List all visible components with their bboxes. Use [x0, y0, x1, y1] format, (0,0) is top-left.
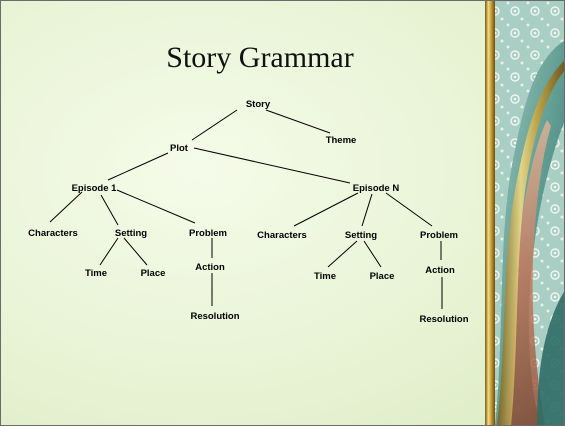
node-theme: Theme	[326, 135, 357, 146]
node-epn-setting: Setting	[345, 230, 377, 241]
tree-nodes: Story Plot Theme Episode 1 Episode N Cha…	[28, 99, 469, 325]
edge-epn-place	[363, 240, 382, 268]
node-epn-place: Place	[370, 271, 395, 282]
node-epn-resolution: Resolution	[419, 314, 468, 325]
node-ep1-characters: Characters	[28, 228, 78, 239]
node-ep1-place: Place	[141, 268, 166, 279]
node-episode-n: Episode N	[353, 183, 400, 194]
node-epn-action: Action	[425, 265, 455, 276]
edge-epn-time	[327, 240, 358, 268]
node-ep1-setting: Setting	[115, 228, 147, 239]
decorative-border-panel	[485, 0, 565, 426]
rust-swirl-band	[507, 120, 551, 426]
edge-plot-episode-n	[193, 147, 351, 184]
edge-story-plot	[191, 109, 238, 141]
gold-swirl-highlight	[497, 60, 565, 426]
node-ep1-resolution: Resolution	[190, 311, 239, 322]
story-grammar-tree: Story Plot Theme Episode 1 Episode N Cha…	[28, 99, 469, 325]
edge-ep1-setting	[100, 194, 119, 226]
edge-ep1-place	[123, 237, 148, 266]
node-epn-problem: Problem	[420, 230, 458, 241]
node-plot: Plot	[170, 143, 189, 154]
edge-epn-characters	[293, 192, 359, 227]
node-ep1-action: Action	[195, 262, 225, 273]
edge-epn-problem	[385, 192, 433, 227]
edge-ep1-time	[99, 237, 119, 266]
dark-teal-swoop	[537, 290, 565, 426]
node-episode-1: Episode 1	[72, 183, 118, 194]
node-ep1-problem: Problem	[189, 228, 227, 239]
edge-epn-setting	[361, 193, 373, 227]
edge-plot-episode-1	[107, 152, 169, 181]
node-epn-time: Time	[314, 271, 336, 282]
slide-title: Story Grammar	[166, 41, 354, 74]
tree-connectors	[49, 109, 443, 309]
edge-ep1-problem	[116, 189, 196, 224]
node-ep1-time: Time	[85, 268, 107, 279]
edge-ep1-characters	[49, 191, 83, 223]
node-story: Story	[246, 99, 271, 110]
edge-story-theme	[265, 109, 331, 134]
gold-frame-bar	[485, 0, 495, 426]
node-epn-characters: Characters	[257, 230, 307, 241]
